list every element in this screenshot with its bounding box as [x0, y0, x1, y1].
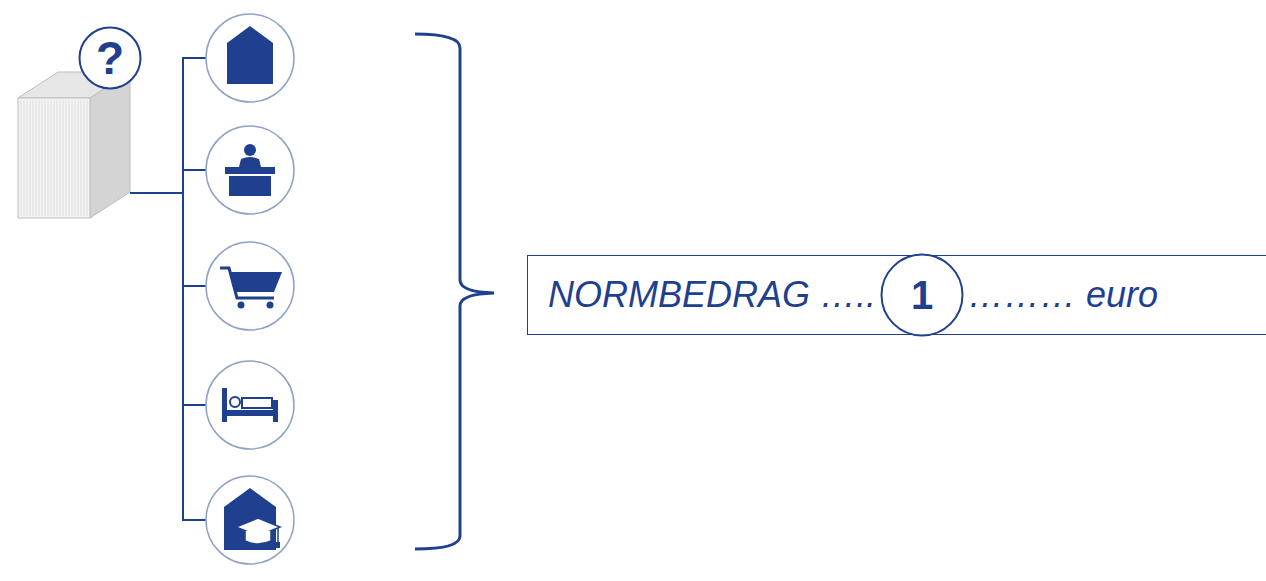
- bed-icon: [222, 388, 278, 422]
- tree-connector: [130, 57, 206, 521]
- question-circle: ?: [78, 26, 142, 90]
- question-mark: ?: [96, 35, 124, 81]
- desk-icon: [225, 144, 275, 196]
- paper-stack: [18, 72, 130, 218]
- bracket: [415, 34, 494, 549]
- callout-circle: 1: [880, 253, 964, 337]
- icon-circle: [206, 14, 294, 564]
- callout-number: 1: [911, 275, 933, 315]
- amount-text: ……… euro: [968, 277, 1158, 313]
- house-icon: [227, 26, 273, 84]
- amount-text: NORMBEDRAG …..: [548, 277, 876, 313]
- school-icon: [224, 488, 280, 550]
- cart-icon: [220, 268, 282, 309]
- amount-box: NORMBEDRAG ….. 1 ……… euro: [527, 255, 1266, 335]
